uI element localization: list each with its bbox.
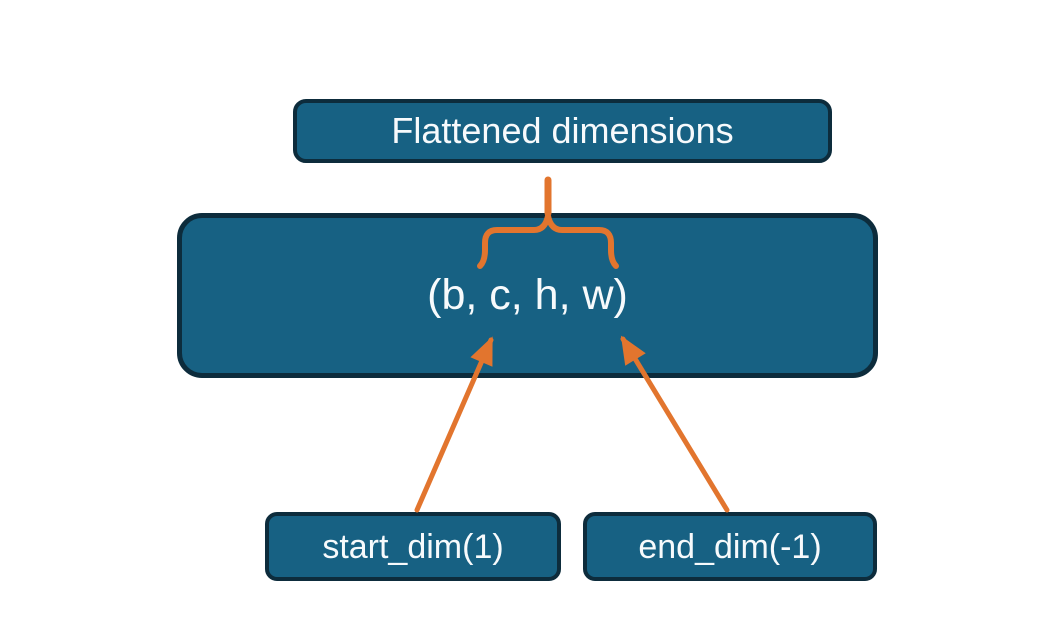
node-start-dim: start_dim(1) [265,512,561,581]
start-dim-label: start_dim(1) [322,527,504,566]
node-flattened-dimensions: Flattened dimensions [293,99,832,163]
flattened-dimensions-label: Flattened dimensions [391,110,734,151]
end-dim-label: end_dim(-1) [638,527,822,566]
tensor-shape-label: (b, c, h, w) [427,271,628,319]
node-tensor-shape: (b, c, h, w) [177,213,878,378]
node-end-dim: end_dim(-1) [583,512,877,581]
